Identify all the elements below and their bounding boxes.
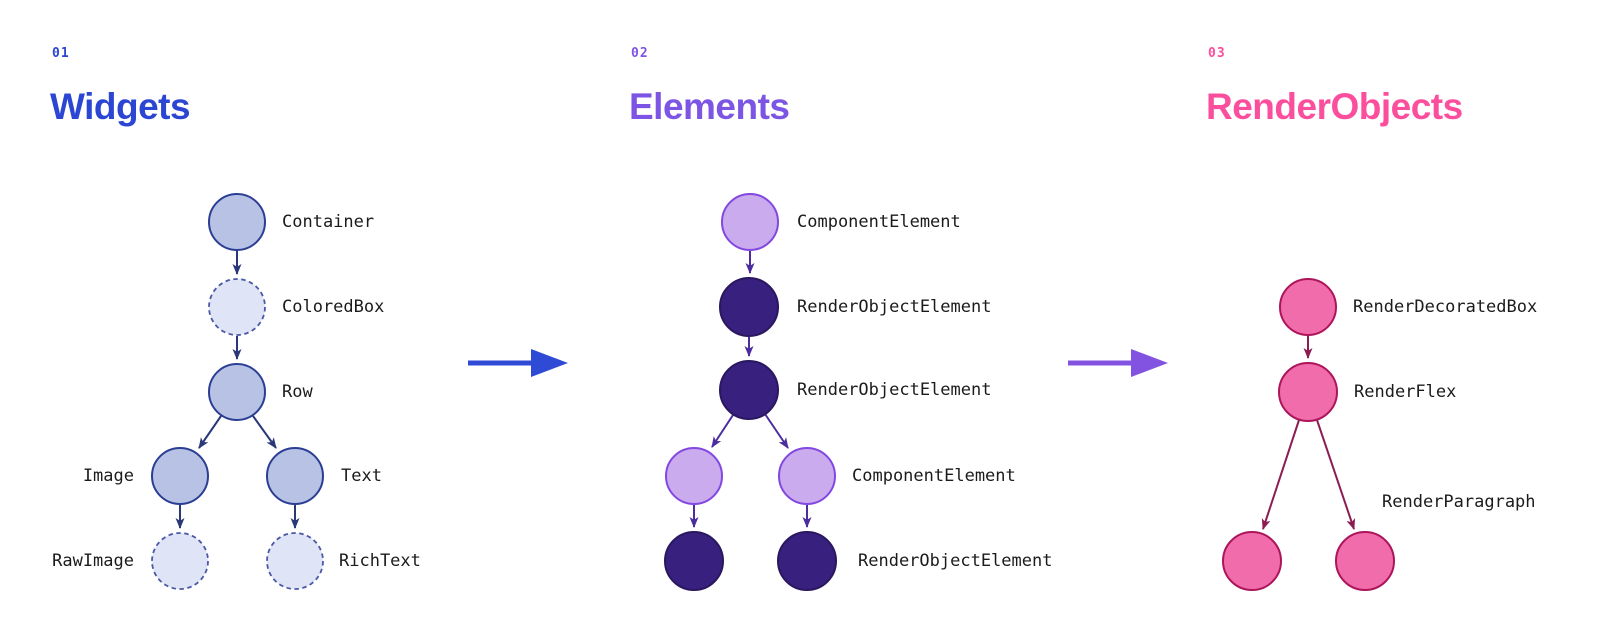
node-componentelement-left-circle (665, 447, 723, 505)
node-componentelement-top-circle (721, 193, 779, 251)
node-renderobjectelement-2-circle (719, 360, 779, 420)
section-number-elements: 02 (631, 46, 649, 61)
node-componentelement-right-circle (778, 447, 836, 505)
label-image: Image (82, 466, 134, 486)
label-renderdecoratedbox: RenderDecoratedBox (1353, 297, 1538, 317)
edge-row-image (198, 415, 222, 449)
section-title-elements: Elements (629, 86, 790, 127)
label-text: Text (341, 466, 382, 486)
label-renderobjectelement-1: RenderObjectElement (797, 297, 992, 317)
label-renderparagraph: RenderParagraph (1382, 492, 1536, 512)
label-coloredbox: ColoredBox (282, 297, 385, 317)
node-richtext-circle (266, 532, 324, 590)
widgets-tree-nodes (151, 193, 324, 590)
flow-arrow-elements-to-renderobjects (1068, 349, 1168, 377)
widgets-tree-edges (175, 251, 300, 529)
elements-tree-nodes (664, 193, 837, 591)
node-renderparagraph-left-circle (1222, 531, 1282, 591)
section-number-widgets: 01 (52, 46, 70, 61)
node-renderobjectelement-right-circle (777, 531, 837, 591)
label-componentelement-top: ComponentElement (797, 212, 961, 232)
node-renderdecoratedbox-circle (1279, 278, 1337, 336)
node-rawimage-circle (151, 532, 209, 590)
renderobjects-tree-nodes (1222, 278, 1395, 591)
edge-flex-right-child (1316, 419, 1356, 530)
node-renderobjectelement-1-circle (719, 277, 779, 337)
edge-roe2-component-right (764, 413, 789, 449)
node-renderobjectelement-left-circle (664, 531, 724, 591)
label-renderobjectelement-2: RenderObjectElement (797, 380, 992, 400)
node-renderflex-circle (1278, 362, 1338, 422)
label-rawimage: RawImage (52, 551, 134, 571)
renderobjects-tree-edges (1261, 336, 1356, 530)
elements-tree-edges (689, 251, 812, 528)
node-text-circle (266, 447, 324, 505)
section-number-renderobjects: 03 (1208, 46, 1226, 61)
label-row: Row (282, 382, 313, 402)
flow-arrow-widgets-to-elements (468, 349, 568, 377)
node-container-circle (208, 193, 266, 251)
label-richtext: RichText (339, 551, 421, 571)
label-renderflex: RenderFlex (1354, 382, 1457, 402)
edge-row-text (252, 415, 277, 449)
node-image-circle (151, 447, 209, 505)
node-renderparagraph-right-circle (1335, 531, 1395, 591)
section-title-renderobjects: RenderObjects (1206, 86, 1463, 127)
label-componentelement-pair: ComponentElement (852, 466, 1016, 486)
edge-roe2-component-left (711, 414, 734, 448)
label-container: Container (282, 212, 375, 232)
label-renderobjectelement-pair: RenderObjectElement (858, 551, 1053, 571)
node-row-circle (208, 363, 266, 421)
section-title-widgets: Widgets (50, 86, 191, 127)
node-coloredbox-circle (208, 278, 266, 336)
edge-flex-left-child (1261, 419, 1300, 530)
